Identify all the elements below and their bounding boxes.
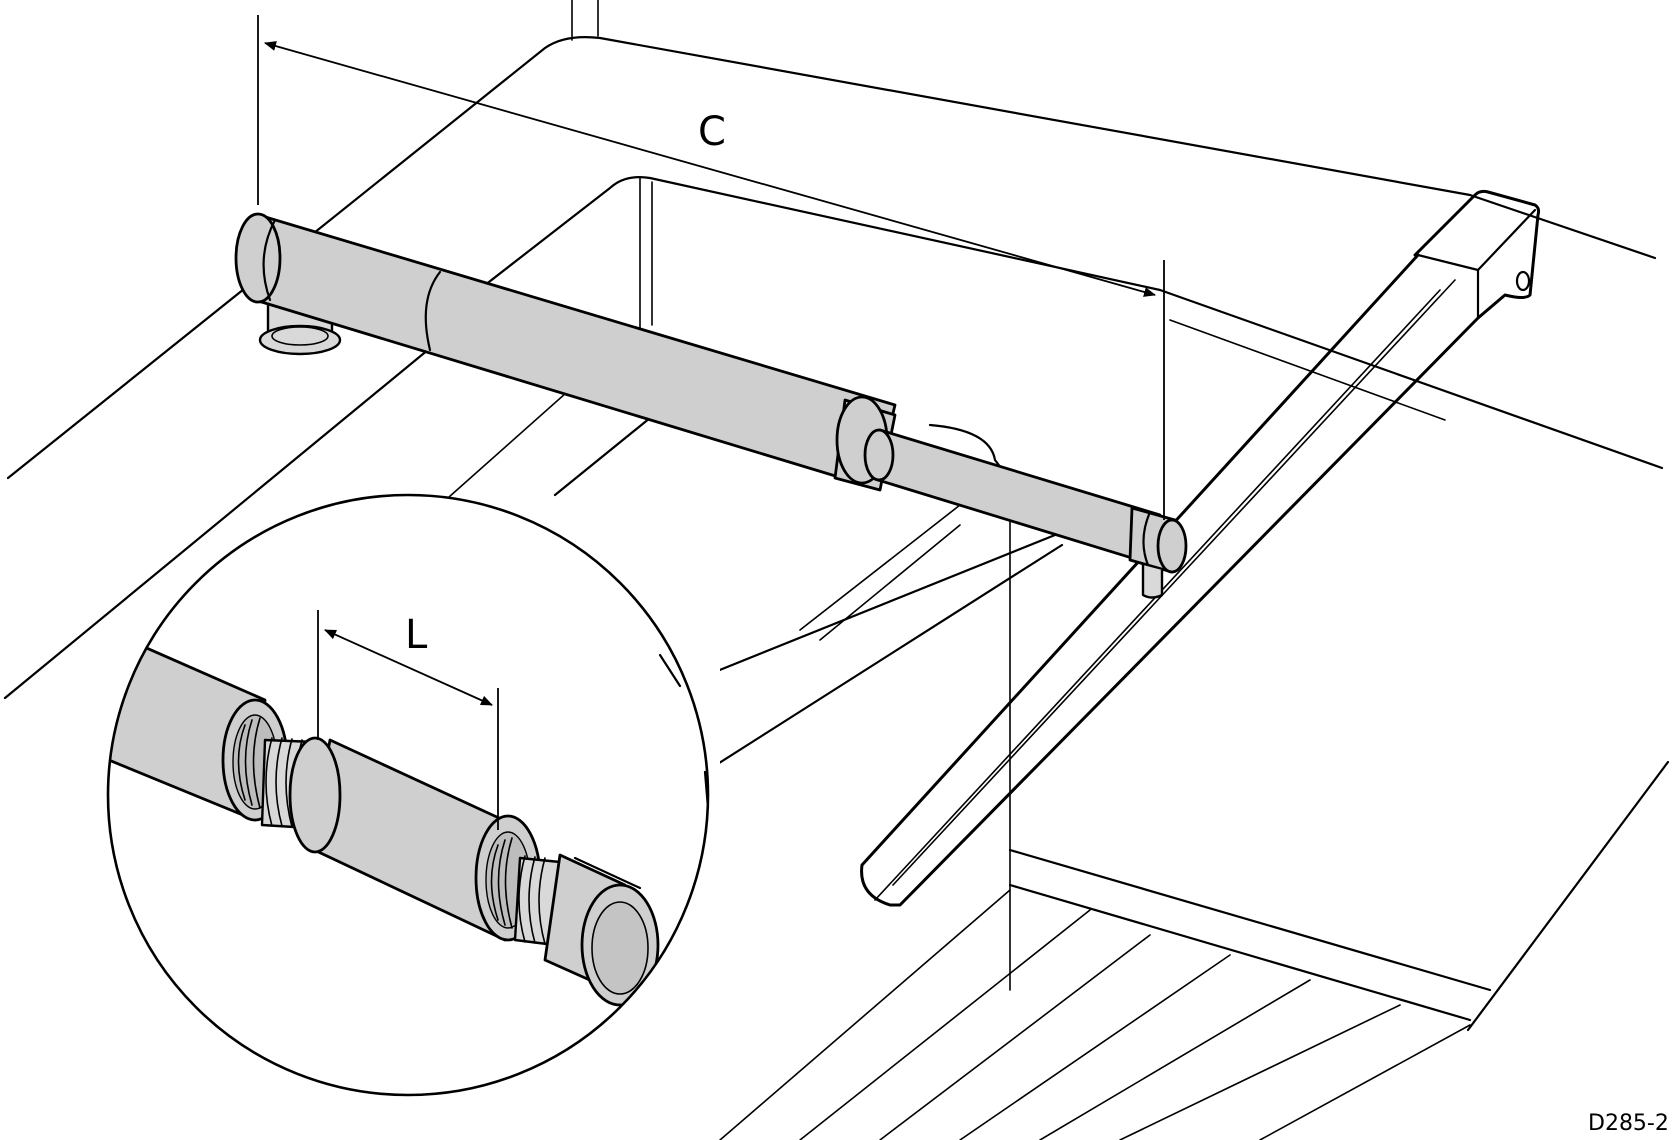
detail-magnifier xyxy=(106,493,710,1097)
tiller-arm xyxy=(860,189,1541,907)
dimension-l-label: L xyxy=(405,612,428,658)
detail-callout xyxy=(660,533,1064,790)
dimension-c: C xyxy=(257,15,1165,520)
dimension-l: L xyxy=(317,610,499,830)
dimension-c-label: C xyxy=(698,109,726,155)
figure-code: D285-2 xyxy=(1588,1111,1669,1136)
